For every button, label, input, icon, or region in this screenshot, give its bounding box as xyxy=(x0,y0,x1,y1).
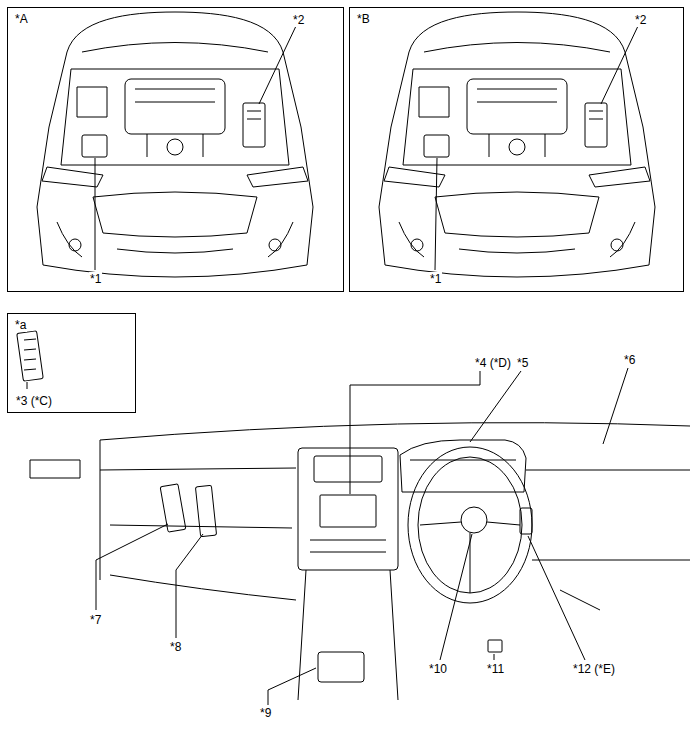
callout-number: *2 xyxy=(634,13,647,27)
inset-panel: *a *3 (*C) xyxy=(7,313,136,413)
panel-letter: *a xyxy=(14,318,27,332)
callout-number: *6 xyxy=(623,353,636,367)
callout-number: *11 xyxy=(486,662,505,676)
inset-panel: *B *2 *1 xyxy=(349,7,684,292)
callout-number: *8 xyxy=(169,640,182,654)
inset-panel: *A *2 *1 xyxy=(7,7,344,292)
panel-letter: *B xyxy=(356,12,371,26)
callout-number: *10 xyxy=(428,662,448,676)
callout-number: *9 xyxy=(259,706,272,720)
callout-number: *1 xyxy=(429,272,442,286)
callout-number: *1 xyxy=(89,272,102,286)
callout-number: *4 (*D) xyxy=(474,356,512,370)
callout-number: *2 xyxy=(292,13,305,27)
callout-number: *7 xyxy=(89,613,102,627)
panel-letter: *A xyxy=(14,12,29,26)
callout-number: *12 (*E) xyxy=(572,662,616,676)
callout-number: *5 xyxy=(516,356,529,370)
callout-number: *3 (*C) xyxy=(15,394,53,408)
